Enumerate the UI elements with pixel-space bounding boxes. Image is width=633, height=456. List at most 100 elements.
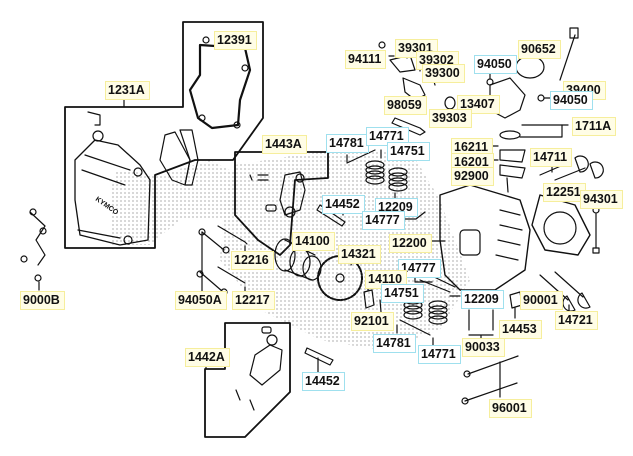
rocker-arm <box>279 171 306 216</box>
part-label-14321[interactable]: 14321 <box>338 245 381 264</box>
valve-cover-boss <box>92 130 104 142</box>
bolt-92101 <box>379 299 382 313</box>
part-label-14781-lower[interactable]: 14781 <box>373 334 416 353</box>
part-label-12216[interactable]: 12216 <box>231 251 274 270</box>
part-label-14721[interactable]: 14721 <box>555 311 598 330</box>
part-number: 14777 <box>401 261 436 275</box>
part-label-14711[interactable]: 14711 <box>530 148 573 167</box>
valve-cover <box>74 139 151 246</box>
part-label-14452-upper[interactable]: 14452 <box>322 195 365 214</box>
part-label-1711A[interactable]: 1711A <box>572 117 617 136</box>
part-label-94050-right[interactable]: 94050 <box>550 91 593 110</box>
bolt-head <box>29 208 37 216</box>
part-label-14781-upper[interactable]: 14781 <box>326 134 369 153</box>
part-number: 16211 <box>454 140 489 154</box>
stud-94050A <box>199 231 225 292</box>
breather-plate <box>179 129 199 186</box>
part-number: 39300 <box>425 66 460 80</box>
part-number: 92900 <box>454 169 489 183</box>
part-label-94111[interactable]: 94111 <box>345 50 387 69</box>
gasket-16211 <box>499 149 526 163</box>
head-gasket <box>531 194 591 256</box>
cylinder-head-port <box>459 229 481 256</box>
nut-94050b <box>537 94 545 102</box>
part-label-1231A[interactable]: 1231A <box>105 81 150 100</box>
part-number: 92101 <box>354 314 389 328</box>
part-label-12251[interactable]: 12251 <box>543 183 586 202</box>
rocker-shaft-upper <box>316 204 346 227</box>
oring-39303 <box>444 96 456 110</box>
part-label-12209-lower[interactable]: 12209 <box>461 290 504 309</box>
part-label-90033[interactable]: 90033 <box>462 338 505 357</box>
hose-clamp <box>515 55 545 79</box>
breather-fitting <box>87 111 101 126</box>
part-label-12217[interactable]: 12217 <box>232 291 275 310</box>
part-label-14453[interactable]: 14453 <box>499 320 542 339</box>
cam-plate <box>363 289 375 309</box>
rocker-shaft-lower <box>304 347 334 366</box>
part-label-98059[interactable]: 98059 <box>384 96 427 115</box>
bolt-head <box>463 370 471 378</box>
valve-cover-boss <box>123 235 133 245</box>
part-label-94301[interactable]: 94301 <box>580 190 623 209</box>
part-label-90001[interactable]: 90001 <box>520 291 563 310</box>
part-label-12391[interactable]: 12391 <box>214 31 257 50</box>
part-label-96001[interactable]: 96001 <box>489 399 532 418</box>
intake-oring <box>499 130 521 140</box>
part-label-12200[interactable]: 12200 <box>389 234 432 253</box>
part-number: 90033 <box>465 340 500 354</box>
part-label-14751-lower[interactable]: 14751 <box>381 284 424 303</box>
part-number: 94050A <box>178 293 222 307</box>
part-number: 14751 <box>384 286 419 300</box>
part-label-94050A[interactable]: 94050A <box>175 291 227 310</box>
studs-90033 <box>468 309 494 341</box>
part-label-92101[interactable]: 92101 <box>351 312 394 331</box>
part-number: 94111 <box>348 52 382 66</box>
dot-shading-left <box>110 160 240 245</box>
group-outline-1443A <box>234 151 329 256</box>
part-number: 94050 <box>553 93 588 107</box>
part-number: 12209 <box>378 200 413 214</box>
part-label-14771-lower[interactable]: 14771 <box>418 345 461 364</box>
part-number: 16201 <box>454 155 489 169</box>
part-number: 14452 <box>325 197 360 211</box>
bolt-chain-9000B <box>29 211 46 266</box>
leader-14777a <box>403 211 426 220</box>
part-label-14751-upper[interactable]: 14751 <box>387 142 430 161</box>
part-label-94050-top[interactable]: 94050 <box>474 55 517 74</box>
rocker-roller <box>266 334 278 346</box>
gasket-hole <box>202 36 210 44</box>
part-number: 14777 <box>365 213 400 227</box>
part-label-92900[interactable]: 92900 <box>451 167 494 186</box>
part-number: 14100 <box>295 234 330 248</box>
part-number: 1443A <box>265 137 302 151</box>
part-label-1443A[interactable]: 1443A <box>262 135 307 154</box>
part-label-90652[interactable]: 90652 <box>518 40 561 59</box>
valve-14721-b <box>554 271 591 309</box>
head-gasket-bore <box>543 211 577 245</box>
part-label-14100[interactable]: 14100 <box>292 232 335 251</box>
part-label-39300[interactable]: 39300 <box>422 64 465 83</box>
gasket-hole <box>198 114 206 122</box>
part-label-14777-lower[interactable]: 14777 <box>398 259 441 278</box>
part-number: 12391 <box>217 33 252 47</box>
rocker-roller <box>284 206 296 218</box>
part-number: 14711 <box>533 150 568 164</box>
nut <box>196 270 204 278</box>
part-number: 14452 <box>305 374 340 388</box>
rocker-arm-lower <box>249 344 283 386</box>
rocker-roller <box>295 173 305 183</box>
valve-14721 <box>539 274 576 312</box>
part-number: 14771 <box>421 347 456 361</box>
adjuster-screws <box>235 389 255 411</box>
cylinder-head <box>439 184 531 291</box>
part-label-9000B[interactable]: 9000B <box>20 291 65 310</box>
part-label-14452-lower[interactable]: 14452 <box>302 372 345 391</box>
part-label-14777-upper[interactable]: 14777 <box>362 211 405 230</box>
part-label-1442A[interactable]: 1442A <box>185 348 230 367</box>
part-number: 14453 <box>502 322 537 336</box>
rocker-pin <box>265 204 277 212</box>
link-12216 <box>217 225 248 245</box>
part-label-39303[interactable]: 39303 <box>429 109 472 128</box>
